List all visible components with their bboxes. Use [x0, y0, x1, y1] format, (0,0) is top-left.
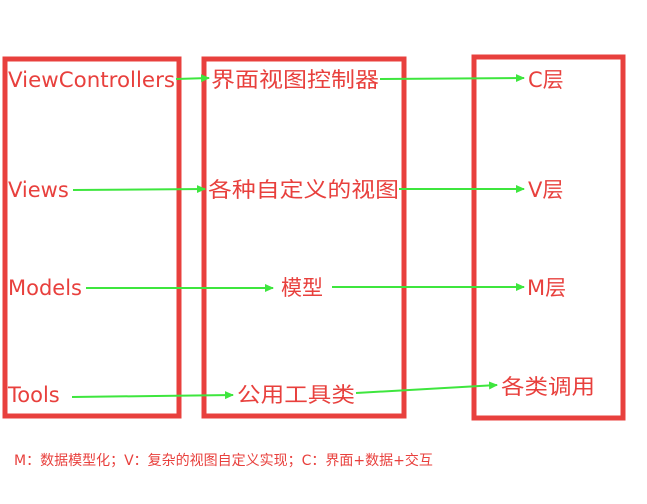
label-utilities: 各类调用: [501, 375, 595, 399]
left-column-box: [2, 56, 182, 419]
label-models: Models: [8, 276, 82, 300]
label-m-layer: M层: [527, 276, 566, 300]
right-column-box: [471, 54, 626, 421]
label-tools: Tools: [7, 383, 60, 407]
arrow-middle-to-utilities: [355, 381, 498, 394]
arrow-viewcontrollers-to-middle: [175, 74, 210, 83]
label-tools-cn: 公用工具类: [237, 383, 355, 407]
label-c-layer: C层: [528, 68, 564, 92]
arrow-views-to-middle: [72, 185, 206, 194]
arrow-tools-to-middle: [71, 391, 234, 400]
label-viewcontroller-cn: 界面视图控制器: [211, 68, 379, 92]
label-viewcontrollers: ViewControllers: [8, 68, 175, 92]
legend-note: M：数据模型化；V：复杂的视图自定义实现；C：界面+数据+交互: [14, 453, 433, 469]
label-views: Views: [8, 178, 69, 202]
label-v-layer: V层: [528, 178, 563, 202]
middle-column-box: [201, 56, 407, 419]
arrow-middle-to-c-layer: [379, 74, 525, 83]
label-model-cn: 模型: [281, 276, 323, 300]
label-custom-views-cn: 各种自定义的视图: [208, 178, 399, 202]
